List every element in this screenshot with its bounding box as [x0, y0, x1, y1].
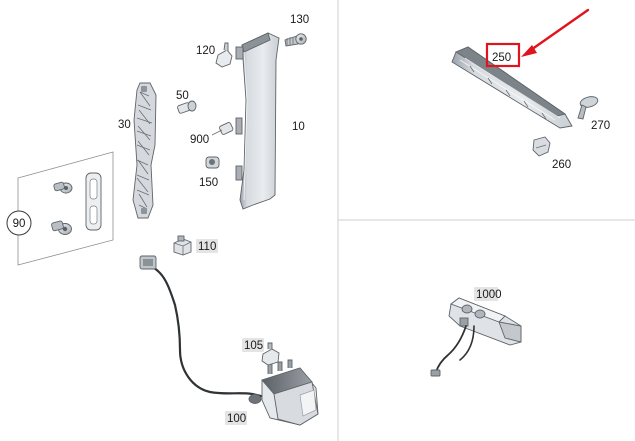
part-900-plug[interactable]: [211, 122, 234, 136]
label-260[interactable]: 260: [552, 159, 571, 171]
part-90-screw-lower: [51, 220, 72, 235]
part-270-push-pin[interactable]: [577, 95, 599, 120]
label-120[interactable]: 120: [196, 45, 215, 57]
label-250[interactable]: 250: [492, 52, 511, 64]
part-110-clip[interactable]: [173, 235, 192, 256]
callout-box-250: [485, 42, 521, 68]
label-110-highlight: [196, 239, 218, 253]
label-30[interactable]: 30: [118, 119, 131, 131]
part-260-clip[interactable]: [532, 136, 551, 157]
label-50[interactable]: 50: [176, 90, 189, 102]
label-900[interactable]: 900: [190, 134, 209, 146]
part-50-pin[interactable]: [177, 100, 197, 114]
part-105-clip[interactable]: [261, 342, 280, 366]
label-100-highlight: [225, 411, 247, 425]
callout-arrow: [521, 8, 590, 57]
label-10[interactable]: 10: [292, 121, 305, 133]
part-1000-lamp[interactable]: [430, 297, 522, 377]
part-90-callout-circle: [6, 210, 32, 236]
label-1000[interactable]: 1000: [476, 289, 502, 301]
label-90[interactable]: 90: [13, 218, 26, 230]
label-1000-highlight: [474, 287, 498, 301]
part-30-bracket[interactable]: [132, 82, 157, 219]
part-100-connector-top: [139, 255, 157, 270]
part-250-trim-strip[interactable]: [451, 46, 573, 129]
label-150[interactable]: 150: [199, 177, 218, 189]
label-270[interactable]: 270: [591, 120, 610, 132]
part-100-module: [248, 359, 319, 426]
part-130-screw[interactable]: [284, 33, 307, 47]
label-130[interactable]: 130: [290, 14, 309, 26]
part-10-panel[interactable]: [235, 32, 280, 210]
label-105-highlight: [242, 338, 264, 352]
label-100[interactable]: 100: [227, 413, 246, 425]
label-105[interactable]: 105: [244, 340, 263, 352]
part-90-bracket: [85, 172, 102, 231]
label-110[interactable]: 110: [198, 241, 216, 253]
part-120-clip[interactable]: [215, 42, 233, 68]
part-90-screw-upper: [53, 181, 73, 194]
part-90-assembly[interactable]: [17, 151, 114, 266]
part-150-grommet[interactable]: [205, 156, 220, 169]
part-100-harness[interactable]: [139, 255, 319, 426]
